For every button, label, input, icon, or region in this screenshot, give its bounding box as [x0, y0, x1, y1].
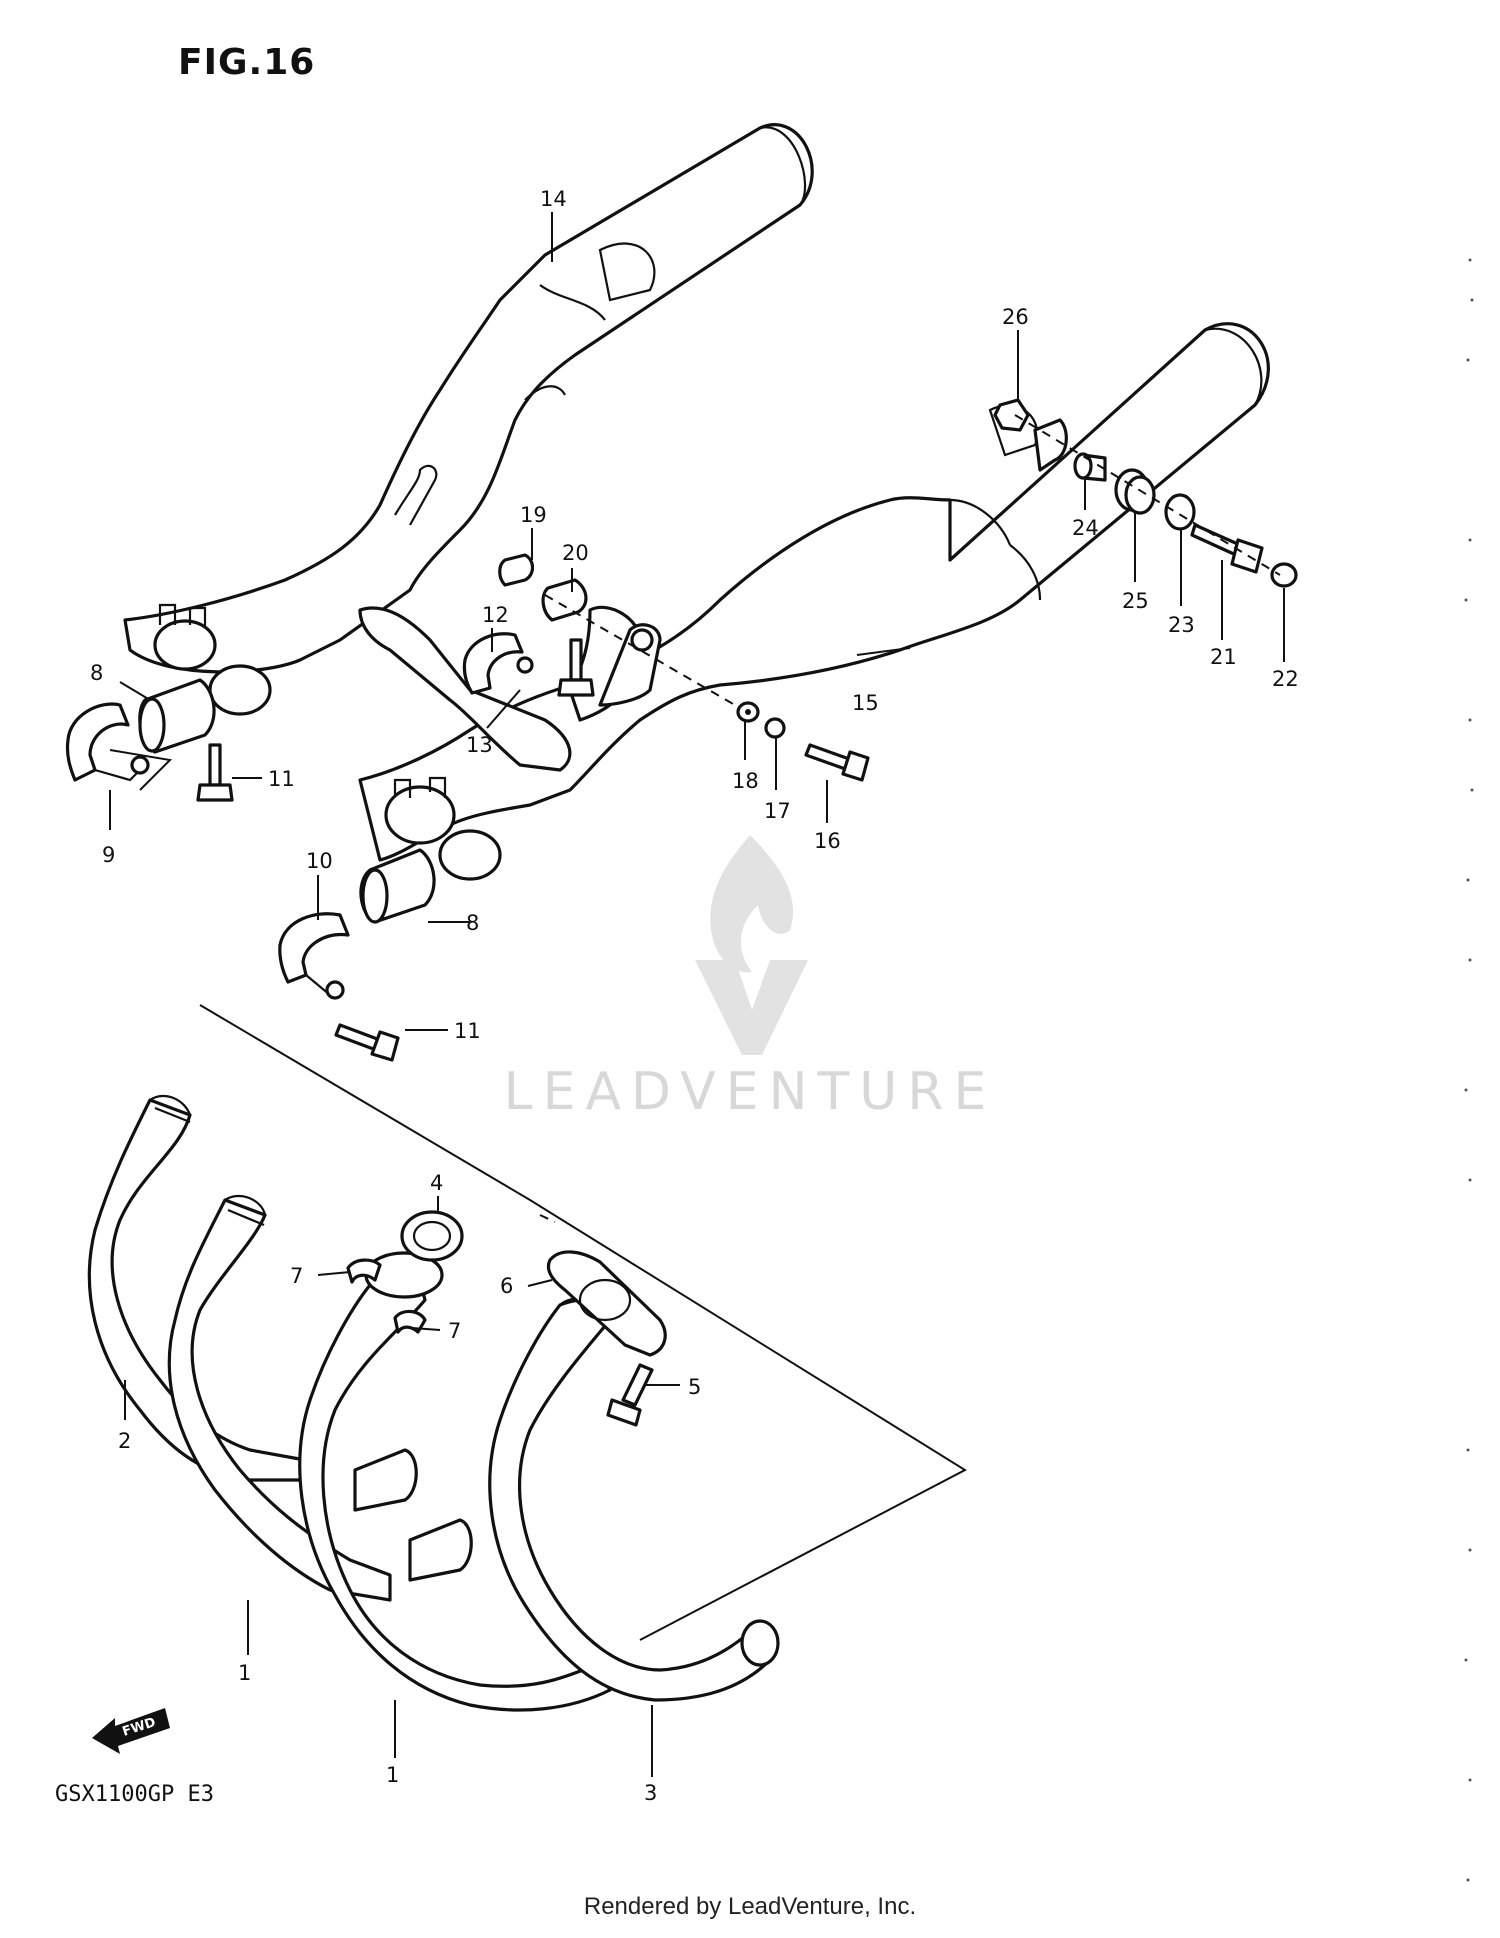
figure-title: FIG.16	[178, 42, 316, 83]
collar-24	[1073, 452, 1107, 482]
callout-7-upper: 7	[290, 1264, 303, 1288]
ring-7-lower	[393, 1309, 427, 1334]
bolt-21	[1190, 523, 1264, 574]
callout-3: 3	[644, 1781, 657, 1805]
callout-15: 15	[852, 691, 879, 715]
muffler-inlet-right	[384, 776, 502, 881]
callout-5: 5	[688, 1375, 701, 1399]
washer-18	[736, 701, 760, 723]
muffler-14	[123, 123, 814, 674]
watermark-logo	[695, 835, 808, 1055]
gasket-axis	[539, 1214, 556, 1223]
bolt-16	[804, 743, 870, 782]
callout-24: 24	[1072, 516, 1099, 540]
gasket-4	[400, 1210, 464, 1262]
callout-2: 2	[118, 1429, 131, 1453]
connector-sleeve-lower	[359, 848, 436, 924]
ring-7-upper	[346, 1258, 382, 1284]
callout-25: 25	[1122, 589, 1149, 613]
callout-18: 18	[732, 769, 759, 793]
assembly-bracket-line	[199, 1004, 968, 1641]
washer-23	[1164, 493, 1196, 531]
clamp-9	[65, 702, 150, 782]
nut-26	[993, 398, 1030, 432]
callout-26: 26	[1002, 305, 1029, 329]
exhaust-pipe-1-left	[167, 1194, 392, 1602]
callout-labels: 14 26 19 20 12 13 8 9 11 10 8 11 15 18 1…	[90, 187, 1299, 1805]
callout-14: 14	[540, 187, 567, 211]
washer-17	[764, 717, 786, 739]
watermark-text: LEADVENTURE	[503, 1062, 997, 1122]
mount-axis-rear	[1014, 414, 1281, 576]
callout-8-upper: 8	[90, 661, 103, 685]
leader-lines	[109, 212, 1285, 1777]
forward-direction-arrow: FWD	[92, 1708, 170, 1754]
callout-6: 6	[500, 1274, 513, 1298]
bolt-11-lower	[334, 1023, 400, 1062]
callout-19: 19	[520, 503, 547, 527]
bush-25	[1114, 468, 1156, 515]
bolt-13	[557, 638, 595, 697]
exhaust-pipe-3	[488, 1297, 780, 1702]
bush-20	[541, 578, 588, 622]
pipe-stubs	[353, 1448, 473, 1582]
clamp-10	[278, 912, 350, 1000]
connector-sleeve-upper	[138, 678, 216, 754]
callout-11-upper: 11	[268, 767, 295, 791]
mount-axis-front	[544, 594, 741, 709]
cap-22	[1270, 562, 1298, 588]
callout-7-lower: 7	[448, 1319, 461, 1343]
muffler-mount-bracket	[598, 623, 662, 707]
callout-9: 9	[102, 843, 115, 867]
callout-22: 22	[1272, 667, 1299, 691]
flange-6	[546, 1250, 667, 1357]
scan-edge-marks	[1464, 258, 1474, 1882]
callout-21: 21	[1210, 645, 1237, 669]
callout-23: 23	[1168, 613, 1195, 637]
clamp-9-bracket	[109, 749, 173, 791]
model-code: GSX1100GP E3	[55, 1782, 214, 1807]
callout-16: 16	[814, 829, 841, 853]
callout-12: 12	[482, 603, 509, 627]
bolt-5	[606, 1363, 654, 1427]
callout-20: 20	[562, 541, 589, 565]
callout-8-lower: 8	[466, 911, 479, 935]
callout-10: 10	[306, 849, 333, 873]
rendered-by-footer: Rendered by LeadVenture, Inc.	[583, 1893, 917, 1920]
callout-17: 17	[764, 799, 791, 823]
callout-11-lower: 11	[454, 1019, 481, 1043]
bolt-11-upper	[196, 743, 234, 802]
callout-1-right: 1	[386, 1763, 399, 1787]
bush-19	[498, 553, 535, 587]
clamp-12	[462, 632, 534, 695]
callout-13: 13	[466, 733, 493, 757]
callout-1-left: 1	[238, 1661, 251, 1685]
callout-4: 4	[430, 1171, 443, 1195]
